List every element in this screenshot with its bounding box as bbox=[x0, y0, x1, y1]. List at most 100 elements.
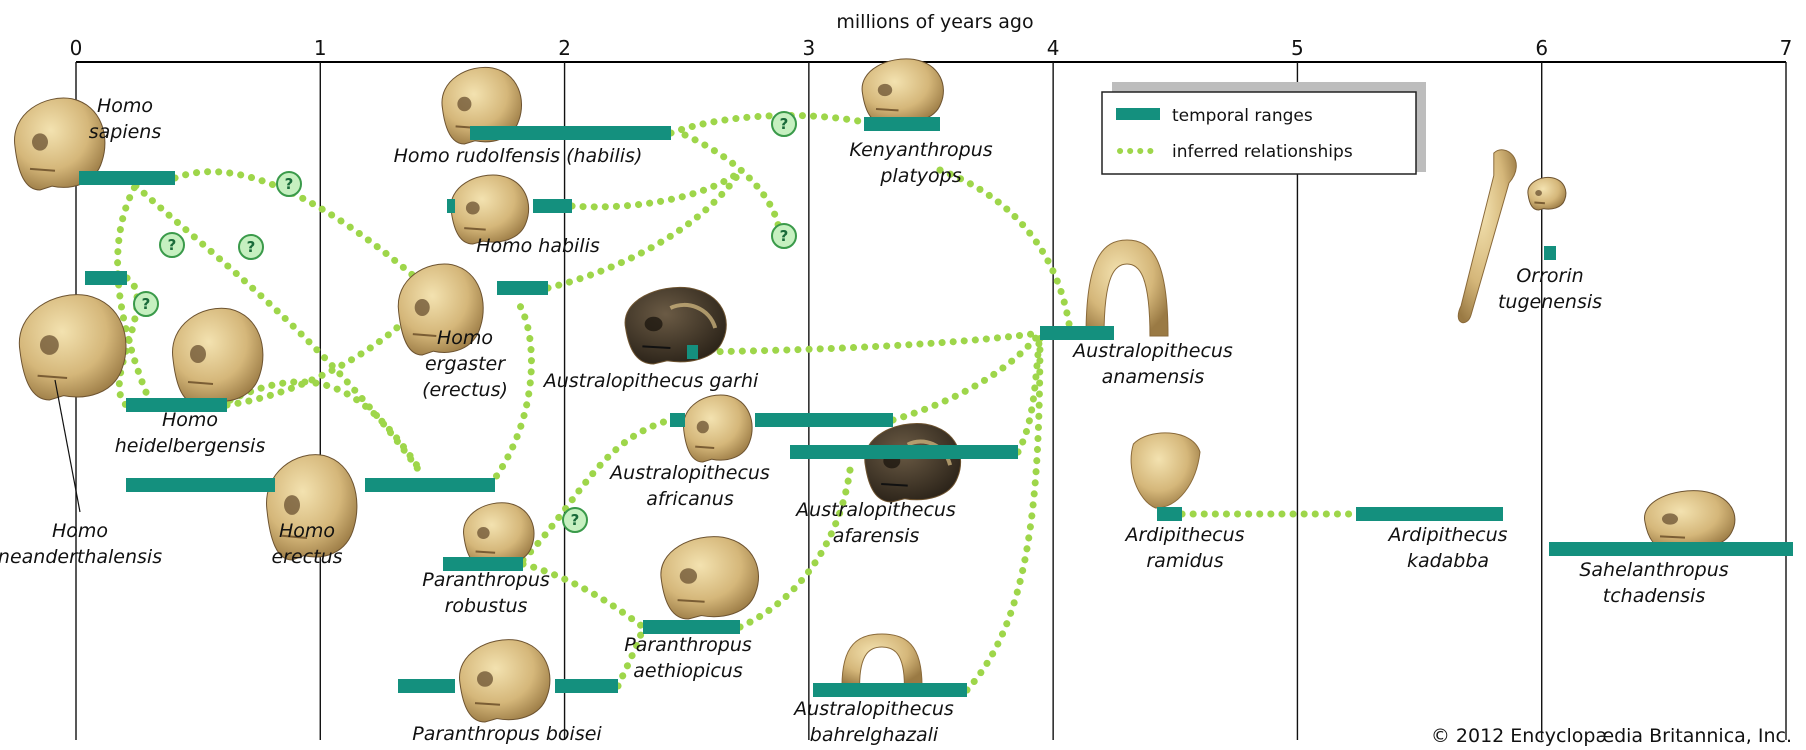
africanus-range-bar bbox=[670, 413, 685, 427]
garhi-fossil bbox=[624, 286, 727, 365]
anamensis-fossil bbox=[1085, 239, 1169, 337]
relationship-garhi-anamensis bbox=[694, 329, 1044, 356]
uncertain-marker-4: ? bbox=[771, 111, 797, 137]
tick-label-1: 1 bbox=[314, 36, 327, 60]
svg-text:?: ? bbox=[285, 175, 294, 193]
erectus-fossil bbox=[266, 454, 358, 561]
kadabba-range-bar bbox=[1356, 507, 1503, 521]
relationship-robustus-aethiopicus bbox=[519, 560, 647, 631]
relationship-bahrelghazali-anamensis bbox=[963, 329, 1044, 694]
uncertain-marker-5: ? bbox=[771, 223, 797, 249]
legend-range-swatch bbox=[1116, 108, 1160, 120]
fossil-illustrations bbox=[14, 58, 1736, 723]
uncertain-marker-3: ? bbox=[133, 291, 159, 317]
kenyanthropus-range-bar bbox=[864, 117, 940, 131]
orrorin-fossil bbox=[1527, 176, 1567, 211]
relationship-rudolfensis-kenyanthropus bbox=[667, 112, 868, 137]
relationship-ergaster-rudolfensis bbox=[544, 168, 744, 292]
uncertain-marker-2: ? bbox=[238, 234, 264, 260]
relationship-sapiens-heidelbergensis bbox=[114, 174, 154, 406]
relationship-sapiens-erectus bbox=[124, 174, 424, 476]
svg-text:?: ? bbox=[571, 511, 580, 529]
orrorin-fossil bbox=[1457, 149, 1517, 324]
afarensis-range-bar bbox=[790, 445, 1018, 459]
tick-label-4: 4 bbox=[1047, 36, 1060, 60]
sahelanthropus-fossil bbox=[1644, 490, 1736, 551]
bahrelghazali-fossil bbox=[841, 633, 923, 687]
aethiopicus-range-bar bbox=[643, 620, 740, 634]
bahrelghazali-range-bar bbox=[813, 683, 967, 697]
tick-label-3: 3 bbox=[802, 36, 815, 60]
erectus-range-bar bbox=[126, 478, 275, 492]
axis-ticks: 0 1 2 3 4 5 6 7 bbox=[70, 36, 1793, 60]
rudolfensis-range-bar bbox=[470, 126, 671, 140]
uncertain-marker-6: ? bbox=[562, 507, 588, 533]
habilis-label: Homo habilis bbox=[476, 235, 600, 257]
relationship-habilis-rudolfensis bbox=[568, 168, 744, 211]
uncertain-marker-0: ? bbox=[276, 171, 302, 197]
copyright-text: © 2012 Encyclopædia Britannica, Inc. bbox=[1431, 725, 1792, 747]
boisei-fossil bbox=[459, 639, 551, 723]
anamensis-range-bar bbox=[1040, 326, 1114, 340]
heidelbergensis-range-bar bbox=[126, 398, 227, 412]
neanderthalensis-fossil bbox=[18, 294, 127, 401]
rudolfensis-fossil bbox=[441, 66, 523, 145]
tick-label-5: 5 bbox=[1291, 36, 1304, 60]
relationship-sapiens-ergaster bbox=[171, 168, 434, 294]
ergaster-range-bar bbox=[497, 281, 548, 295]
kenyanthropus-fossil bbox=[861, 58, 944, 125]
robustus-range-bar bbox=[443, 557, 523, 571]
boisei-range-bar bbox=[555, 679, 618, 693]
africanus-range-bar bbox=[755, 413, 893, 427]
robustus-fossil bbox=[463, 502, 535, 567]
rudolfensis-label: Homo rudolfensis (habilis) bbox=[394, 145, 643, 167]
gridlines bbox=[75, 62, 1787, 740]
tick-label-6: 6 bbox=[1535, 36, 1548, 60]
relationship-afarensis-anamensis bbox=[1014, 329, 1044, 456]
sapiens-fossil bbox=[14, 97, 106, 191]
boisei-label: Paranthropus boisei bbox=[412, 723, 602, 745]
axis-title: millions of years ago bbox=[836, 11, 1033, 33]
relationship-aethiopicus-afarensis bbox=[736, 466, 854, 631]
tick-label-0: 0 bbox=[70, 36, 83, 60]
svg-text:?: ? bbox=[780, 227, 789, 245]
svg-text:?: ? bbox=[168, 236, 177, 254]
relationship-africanus-anamensis bbox=[889, 329, 1044, 424]
temporal-ranges bbox=[79, 117, 1793, 697]
afarensis-fossil bbox=[864, 422, 962, 503]
uncertain-markers: ??????? bbox=[133, 111, 797, 533]
garhi-label: Australopithecus garhi bbox=[542, 370, 759, 392]
aethiopicus-fossil bbox=[660, 536, 759, 620]
tick-label-2: 2 bbox=[558, 36, 571, 60]
legend-relationships-label: inferred relationships bbox=[1172, 142, 1353, 162]
tick-label-7: 7 bbox=[1780, 36, 1793, 60]
erectus-range-bar bbox=[365, 478, 495, 492]
garhi-range-bar bbox=[687, 345, 698, 359]
ergaster-fossil bbox=[397, 263, 484, 356]
relationship-robustus-africanus bbox=[519, 416, 674, 564]
ramidus-range-bar bbox=[1157, 507, 1182, 521]
africanus-fossil bbox=[683, 394, 753, 463]
heidelbergensis-fossil bbox=[172, 307, 264, 405]
boisei-range-bar bbox=[398, 679, 455, 693]
relationship-neanderthalensis-heidelbergensis bbox=[115, 274, 141, 409]
sahelanthropus-range-bar bbox=[1549, 542, 1793, 556]
relationship-heidelbergensis-erectus bbox=[216, 378, 424, 474]
legend-box bbox=[1101, 91, 1417, 175]
habilis-range-bar bbox=[533, 199, 572, 213]
